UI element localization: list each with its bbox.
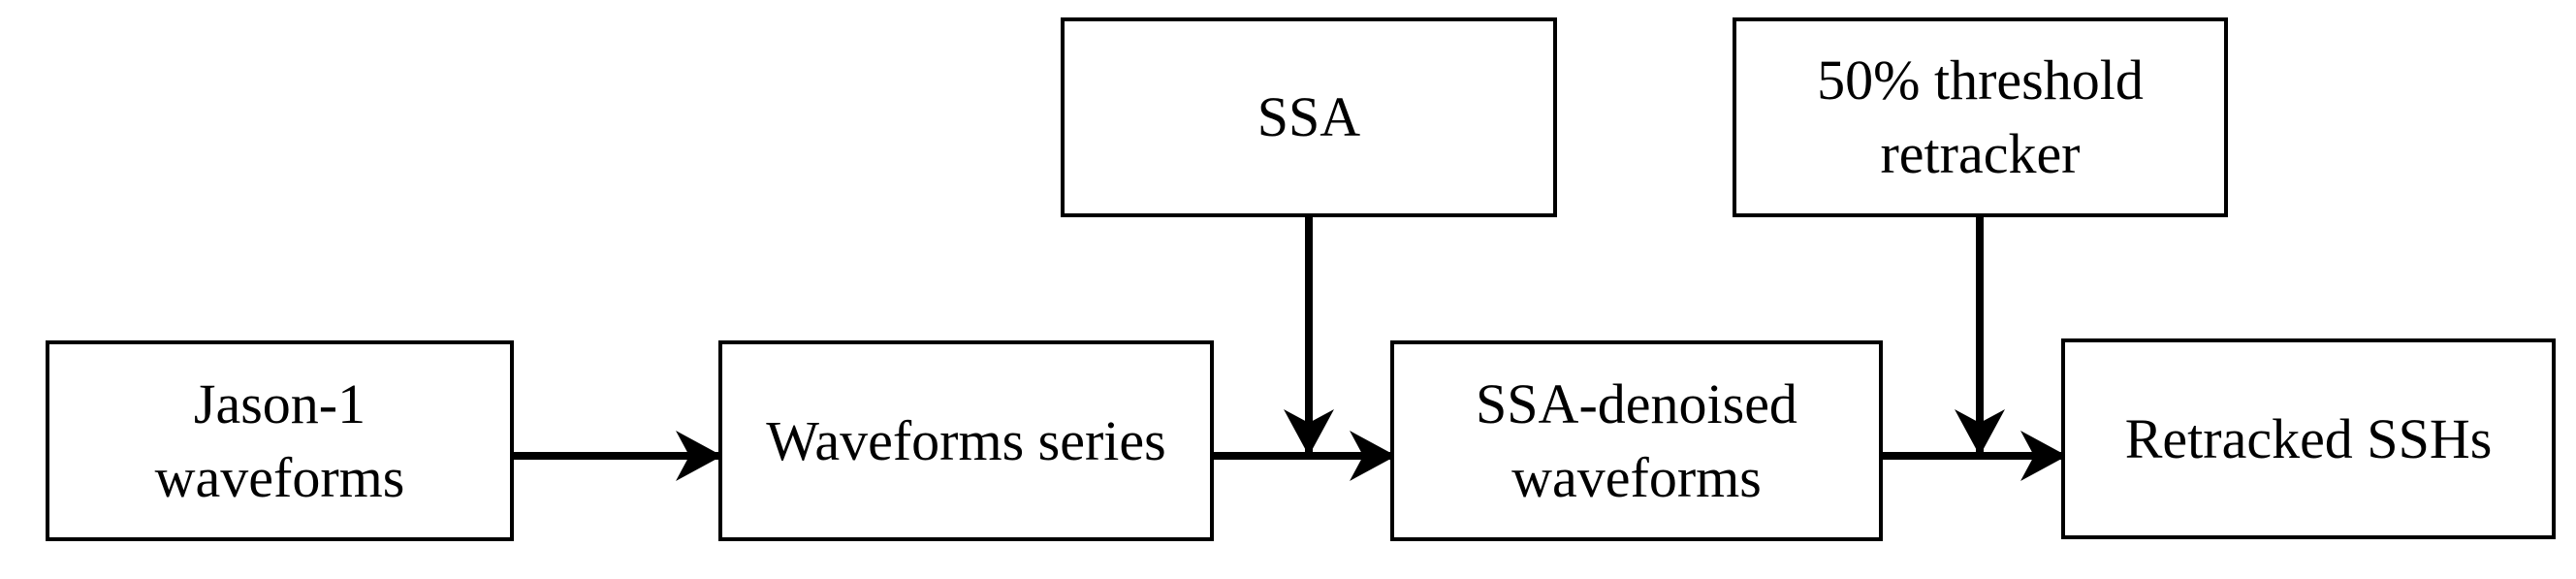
ssa-label: SSA bbox=[1256, 85, 1361, 148]
retracked-sshs-box: Retracked SSHs bbox=[2061, 338, 2556, 539]
ssa-denoised-box: SSA-denoised waveforms bbox=[1390, 340, 1883, 541]
retracked-sshs-label: Retracked SSHs bbox=[2124, 406, 2493, 470]
ssa-denoised-label: SSA-denoised waveforms bbox=[1476, 371, 1797, 509]
threshold-retracker-label: 50% threshold retracker bbox=[1817, 48, 2144, 185]
waveforms-series-box: Waveforms series bbox=[718, 340, 1214, 541]
jason-waveforms-label: Jason-1 waveforms bbox=[154, 371, 405, 509]
threshold-retracker-box: 50% threshold retracker bbox=[1733, 17, 2228, 217]
jason-waveforms-box: Jason-1 waveforms bbox=[46, 340, 514, 541]
waveforms-series-label: Waveforms series bbox=[766, 408, 1166, 472]
ssa-box: SSA bbox=[1061, 17, 1557, 217]
